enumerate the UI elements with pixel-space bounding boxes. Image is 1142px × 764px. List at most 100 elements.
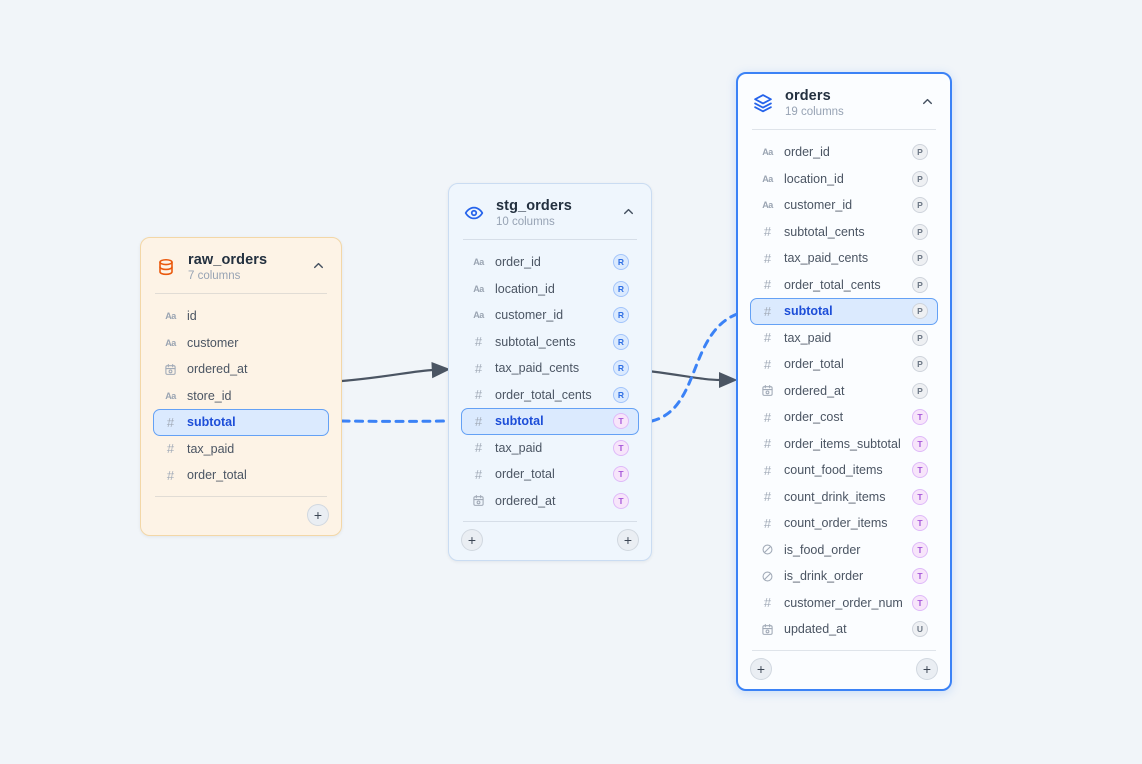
table-footer: ++ (738, 651, 950, 689)
table-column-count: 7 columns (188, 270, 241, 282)
boolean-type-icon (760, 570, 775, 583)
column-badge: T (912, 541, 928, 558)
collapse-table-button[interactable] (310, 257, 327, 277)
edge-model-link-stg_orders-to-orders (650, 370, 738, 389)
add-column-button-right[interactable]: + (307, 503, 329, 526)
column-name: count_food_items (784, 463, 883, 478)
add-column-button-right[interactable]: + (617, 529, 639, 551)
column-name: order_total (495, 467, 555, 482)
date-type-icon (760, 623, 775, 636)
column-badge: T (912, 435, 928, 452)
chevron-up-icon (622, 205, 635, 221)
column-name: location_id (784, 171, 844, 186)
add-column-button-right[interactable]: + (916, 657, 938, 680)
column-name: subtotal (784, 304, 833, 319)
column-badge: P (912, 276, 928, 293)
table-footer: + (141, 497, 341, 535)
table-column-count: 19 columns (785, 106, 844, 118)
column-badge: P (912, 329, 928, 346)
column-name: ordered_at (495, 493, 556, 508)
column-name: location_id (495, 281, 555, 296)
number-type-icon: # (166, 467, 175, 483)
column-name: order_id (784, 145, 830, 160)
add-column-button-left[interactable]: + (461, 529, 483, 551)
collapse-table-button[interactable] (620, 203, 637, 223)
column-name: tax_paid (495, 440, 543, 455)
number-type-icon: # (763, 277, 772, 293)
number-type-icon: # (763, 595, 772, 611)
column-name: ordered_at (187, 362, 248, 377)
column-name: tax_paid (187, 441, 235, 456)
column-name: subtotal_cents (495, 334, 576, 349)
plus-icon: + (922, 660, 932, 677)
column-row-customer_order_number[interactable]: #customer_order_numberT (750, 590, 938, 617)
number-type-icon: # (763, 250, 772, 266)
edge-model-link-raw_orders-to-stg_orders (340, 361, 451, 383)
column-name: customer (187, 335, 239, 350)
header-divider (752, 129, 936, 130)
column-badge: P (912, 303, 928, 320)
header-divider (155, 293, 327, 294)
column-badge: R (613, 386, 629, 403)
add-column-button-left[interactable]: + (750, 657, 772, 680)
number-type-icon: # (166, 414, 175, 430)
footer-spacer (153, 504, 175, 526)
column-row-ordered_at[interactable]: ordered_at (153, 356, 329, 383)
table-footer: ++ (449, 522, 651, 560)
collapse-table-button[interactable] (919, 93, 936, 113)
date-type-icon (163, 363, 178, 376)
column-row-order_total[interactable]: #order_total (153, 462, 329, 489)
column-row-tax_paid[interactable]: #tax_paid (153, 436, 329, 463)
footer-divider (463, 521, 637, 522)
column-name: customer_order_number (784, 595, 903, 610)
text-type-icon: Aa (165, 337, 176, 348)
column-row-subtotal[interactable]: #subtotal (153, 409, 329, 436)
column-name: order_id (495, 255, 541, 270)
column-badge: R (613, 307, 629, 324)
column-row-customer[interactable]: Aa customer (153, 330, 329, 357)
column-name: order_items_subtotal (784, 436, 901, 451)
database-icon (155, 256, 177, 278)
text-type-icon: Aa (473, 310, 484, 321)
